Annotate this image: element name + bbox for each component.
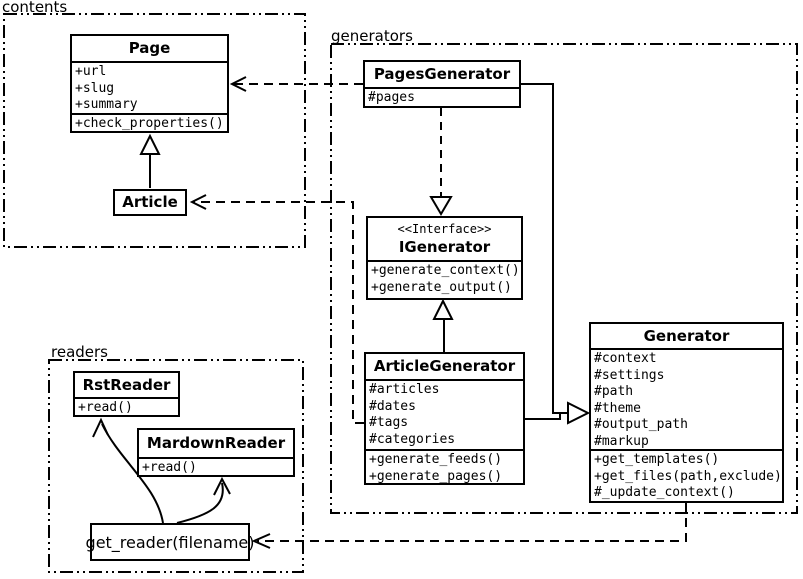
method: +generate_output() [371,279,512,295]
class-generator-attributes: #context #settings #path #theme #output_… [591,350,782,451]
class-page-attributes: +url +slug +summary [72,63,227,115]
open-arrowhead-icon [251,533,271,549]
method: +read() [78,400,133,415]
class-rstreader-methods: +read() [75,399,178,418]
attribute: #theme [594,400,641,416]
class-generator-title: Generator [591,324,782,350]
method: +generate_pages() [369,468,503,484]
class-rstreader-title: RstReader [75,373,178,399]
dependency-articlegenerator-article [193,201,364,424]
class-article-title: Article [122,193,178,212]
package-border-readers [48,359,304,573]
class-pagesgenerator: PagesGenerator #pages [363,60,521,108]
class-articlegenerator-title: ArticleGenerator [366,354,523,381]
stereotype-label: <<Interface>> [397,221,492,236]
package-border-contents [3,13,306,248]
class-pagesgenerator-attributes: #pages [365,89,519,108]
attribute: #pages [368,90,415,105]
attribute: #output_path [594,417,688,432]
attribute: +slug [75,80,115,96]
hollow-triangle-up-icon [139,133,161,155]
method: +get_files(path,exclude) [594,468,782,484]
attribute: #articles [369,382,440,397]
class-articlegenerator-attributes: #articles #dates #tags #categories [366,381,523,451]
class-page-title: Page [72,36,227,63]
open-arrowhead-icon [189,194,207,210]
class-mardownreader-methods: +read() [139,459,293,478]
attribute: #markup [594,433,649,449]
hollow-triangle-right-icon [567,401,591,425]
attribute: +summary [75,97,138,112]
hollow-triangle-up-icon [432,298,454,320]
open-arrowhead-icon [213,476,231,496]
package-label-generators: generators [331,27,413,45]
class-generator-methods: +get_templates() +get_files(path,exclude… [591,451,782,503]
attribute: #dates [369,398,416,414]
method: +generate_feeds() [369,452,503,467]
open-arrowhead-icon [92,417,109,438]
attribute: +url [75,64,107,79]
class-articlegenerator-methods: +generate_feeds() +generate_pages() [366,451,523,486]
function-box-get-reader: get_reader(filename) [86,523,254,561]
method: #_update_context() [594,485,735,500]
attribute: #context [594,351,657,366]
class-articlegenerator: ArticleGenerator #articles #dates #tags … [364,352,525,485]
hollow-triangle-down-icon [429,196,453,216]
class-mardownreader: MardownReader +read() [137,428,295,477]
class-article: Article [113,189,187,216]
arrow-getreader-mardownreader [176,482,224,524]
open-arrowhead-icon [229,76,247,92]
diagram-lines [3,13,798,573]
attribute: #tags [369,415,409,430]
method: +check_properties() [75,116,224,131]
interface-name: IGenerator [398,237,491,256]
interface-igenerator: <<Interface>> IGenerator +generate_conte… [366,216,523,300]
attribute: #settings [594,367,665,383]
attribute: #categories [369,431,456,447]
class-page-methods: +check_properties() [72,115,227,134]
method: +generate_context() [371,263,520,278]
inheritance-pagesgenerator-generator [520,83,567,414]
inheritance-articlegenerator-generator [525,412,567,420]
package-label-readers: readers [51,343,108,361]
class-rstreader: RstReader +read() [73,371,180,417]
interface-igenerator-title: <<Interface>> IGenerator [368,218,521,262]
method: +read() [142,460,197,475]
class-mardownreader-title: MardownReader [139,430,293,459]
package-label-contents: contents [2,0,68,16]
class-generator: Generator #context #settings #path #them… [589,322,784,503]
method: +get_templates() [594,452,720,467]
class-pagesgenerator-title: PagesGenerator [365,62,519,89]
attribute: #path [594,384,634,399]
interface-igenerator-methods: +generate_context() +generate_output() [368,262,521,298]
class-page: Page +url +slug +summary +check_properti… [70,34,229,133]
dependency-generator-getreader [257,503,687,542]
package-border-generators [330,43,798,514]
